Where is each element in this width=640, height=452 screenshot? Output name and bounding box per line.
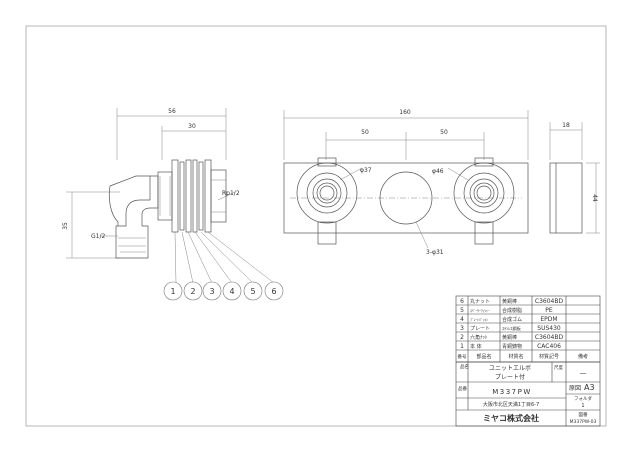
dim-44: 44 [591,194,598,202]
svg-text:2: 2 [190,287,195,296]
svg-text:青銅鋳物: 青銅鋳物 [502,343,522,350]
svg-text:C3604BD: C3604BD [535,298,564,305]
scale-value: — [580,369,587,377]
folder-value: 1 [581,403,584,409]
address: 大阪市北区天満1丁目6-7 [483,401,539,408]
dim-160: 160 [399,109,411,116]
svg-text:黄銅棒: 黄銅棒 [502,334,517,341]
svg-text:ｽﾍﾟｰｻｰﾜｯｼｬｰ: ｽﾍﾟｰｻｰﾜｯｼｬｰ [470,308,490,313]
drawing-number: M337PW-03 [570,419,597,425]
balloon-2: 2 [183,281,203,301]
drawing-label: 図番 [579,411,588,418]
svg-text:3: 3 [460,325,464,332]
dim-50-left: 50 [361,129,369,136]
parts-row-4: 4 ﾌﾟﾚｰﾄﾊﾟｯｷﾝ 合成ゴム EPDM [460,316,558,323]
dim-56: 56 [168,108,176,115]
balloon-1: 1 [163,281,183,301]
svg-text:黄銅棒: 黄銅棒 [502,298,517,305]
part-label: 品番 [458,385,467,392]
dim-holes: 3-φ31 [426,249,444,256]
parts-row-2: 2 六角ﾅｯﾄ 黄銅棒 C3604BD [460,334,563,341]
svg-text:3: 3 [209,287,214,296]
svg-text:C3604BD: C3604BD [535,334,564,341]
svg-text:PE: PE [545,307,553,314]
thread-g: G1/2 [91,233,105,240]
side-view: 56 30 35 Rp1/2 G1/2 [62,108,275,284]
svg-text:備考: 備考 [578,353,588,360]
product-name-line2: プレート付 [495,373,525,381]
balloon-4: 4 [222,281,242,301]
svg-text:4: 4 [229,287,234,296]
dim-18: 18 [562,122,570,129]
dim-phi37: φ37 [360,167,372,174]
dim-phi46: φ46 [432,168,444,175]
svg-text:合成樹脂: 合成樹脂 [502,307,522,314]
svg-text:番号: 番号 [458,353,467,360]
right-view: 18 44 [549,122,600,234]
svg-text:EPDM: EPDM [540,316,557,323]
thread-rp: Rp1/2 [222,190,240,197]
svg-text:5: 5 [250,287,255,296]
svg-text:丸ナット: 丸ナット [470,298,490,305]
part-number: M337PW [492,388,532,396]
svg-text:ｽﾃﾝﾚｽ鋼板: ｽﾃﾝﾚｽ鋼板 [502,325,522,332]
parts-list: 6 丸ナット 黄銅棒 C3604BD 5 ｽﾍﾟｰｻｰﾜｯｼｬｰ 合成樹脂 PE… [455,295,601,363]
svg-text:6: 6 [271,287,276,296]
parts-row-1: 1 本 体 青銅鋳物 CAC406 [460,343,561,350]
svg-text:SUS430: SUS430 [537,325,561,332]
dim-35: 35 [62,222,69,230]
svg-text:4: 4 [460,316,464,323]
folder-label: フォルダ [574,395,592,402]
svg-text:6: 6 [460,298,464,305]
svg-text:CAC406: CAC406 [537,343,561,350]
svg-text:1: 1 [460,343,464,350]
svg-text:プレート: プレート [470,326,490,332]
parts-row-5: 5 ｽﾍﾟｰｻｰﾜｯｼｬｰ 合成樹脂 PE [460,307,553,314]
svg-text:5: 5 [460,307,464,314]
size-value: A3 [584,383,595,392]
svg-text:材質名: 材質名 [508,353,523,360]
balloon-3: 3 [202,281,222,301]
svg-text:2: 2 [460,334,464,341]
parts-header: 番号 部品名 材質名 材質記号 備考 [458,353,589,360]
company-name: ミヤコ株式会社 [483,413,539,423]
product-name-line1: ユニットエルボ [489,364,531,372]
dim-50-right: 50 [440,129,448,136]
balloons: 1 2 3 4 5 6 [163,281,284,301]
svg-text:材質記号: 材質記号 [539,353,559,360]
balloon-6: 6 [264,281,284,301]
parts-row-6: 6 丸ナット 黄銅棒 C3604BD [460,298,563,305]
svg-text:六角ﾅｯﾄ: 六角ﾅｯﾄ [470,334,488,341]
parts-row-3: 3 プレート ｽﾃﾝﾚｽ鋼板 SUS430 [460,325,561,332]
dim-30: 30 [188,123,196,130]
svg-text:合成ゴム: 合成ゴム [502,316,522,323]
balloon-5: 5 [243,281,263,301]
svg-text:ﾌﾟﾚｰﾄﾊﾟｯｷﾝ: ﾌﾟﾚｰﾄﾊﾟｯｷﾝ [470,317,488,322]
size-label: 原図 [569,385,581,392]
frame-border [25,25,607,427]
title-block: 品名 ユニットエルボ プレート付 尺度 — 原図 A3 品番 M337PW フォ… [455,361,601,427]
svg-text:本 体: 本 体 [470,343,482,350]
front-view: 160 50 50 φ37 φ46 3-φ31 [283,109,529,256]
svg-text:1: 1 [170,287,175,296]
svg-text:部品名: 部品名 [476,353,491,360]
scale-label: 尺度 [554,364,563,371]
name-label: 品名 [460,363,469,370]
